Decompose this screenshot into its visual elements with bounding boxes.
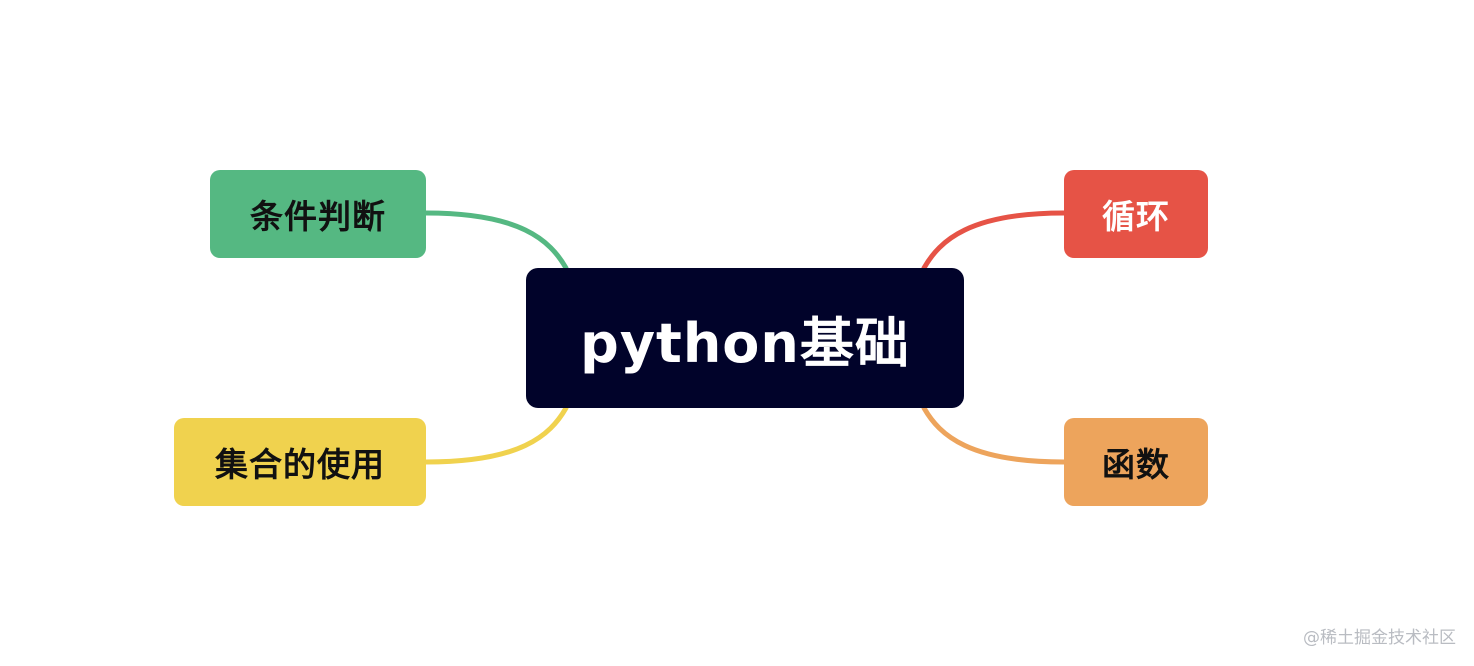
connector-functions [921,405,1067,465]
root-label: python基础 [580,311,910,375]
branch-node-loop[interactable]: 循环 [1064,170,1208,258]
watermark: @稀土掘金技术社区 [1303,628,1456,648]
branch-node-collections[interactable]: 集合的使用 [174,418,426,506]
branch-label-condition: 条件判断 [250,197,386,236]
branch-node-functions[interactable]: 函数 [1064,418,1208,506]
branch-label-loop: 循环 [1102,197,1170,236]
connector-loop [921,210,1067,271]
root-node[interactable]: python基础 [526,268,964,408]
branch-label-collections: 集合的使用 [215,445,385,484]
connector-condition [423,210,569,271]
connector-collections [423,405,569,465]
branch-label-functions: 函数 [1102,445,1170,484]
branch-node-condition[interactable]: 条件判断 [210,170,426,258]
